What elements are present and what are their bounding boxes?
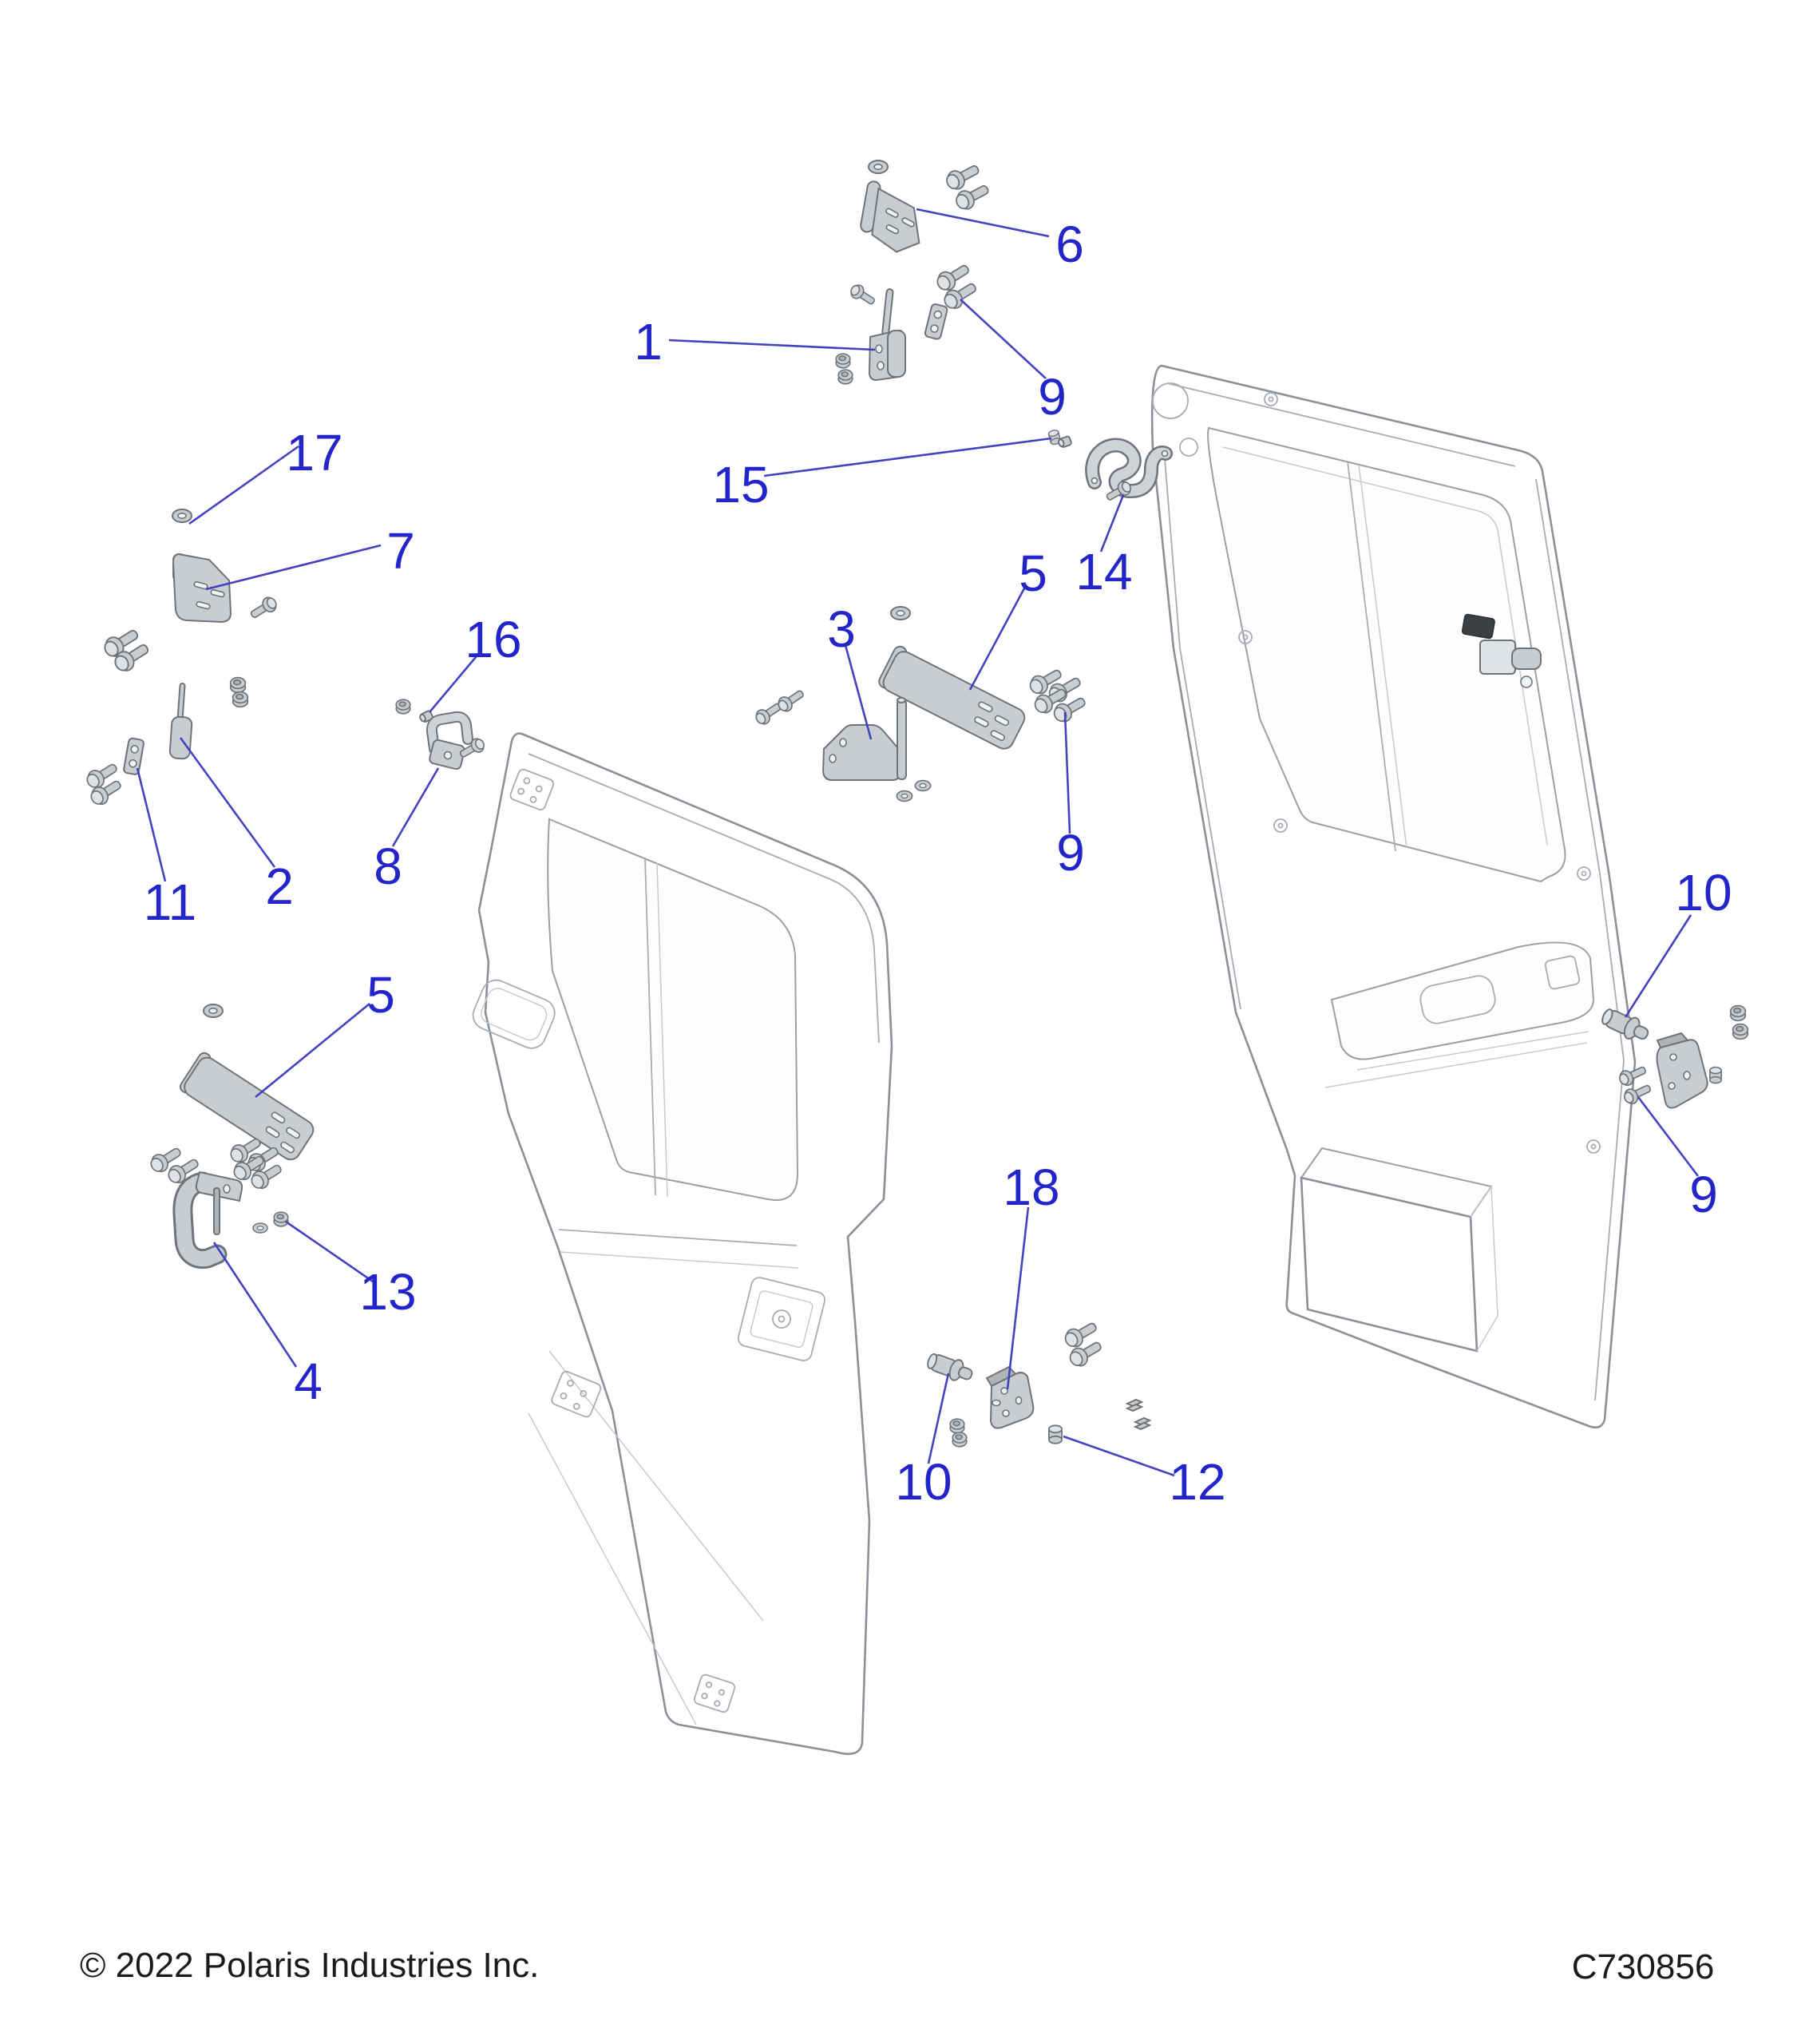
hardware-parts — [83, 159, 1749, 1448]
part-5-limit-strap-left — [179, 1052, 315, 1161]
callout-10-right: 10 — [1675, 864, 1732, 921]
nut-icon — [1732, 1023, 1749, 1040]
callout-3: 3 — [827, 600, 856, 658]
washer-icon — [914, 779, 932, 792]
part-4-hook-bracket — [172, 1171, 243, 1270]
washer-icon — [896, 790, 913, 802]
washer-icon — [252, 1222, 268, 1234]
leader-lines — [136, 208, 1700, 1477]
callout-9-mid: 9 — [1056, 824, 1085, 881]
nut-icon — [1729, 1004, 1747, 1022]
callout-8: 8 — [374, 838, 402, 895]
part-3-hinge-bracket — [821, 697, 907, 781]
panel-screw-dots — [1238, 392, 1601, 1261]
door-hole-plate-top — [509, 768, 555, 810]
drawing-code: C730856 — [1572, 1947, 1715, 1987]
callout-12: 12 — [1169, 1453, 1225, 1511]
nut-icon — [229, 676, 247, 694]
callout-16: 16 — [465, 611, 521, 668]
right-door-panel — [1150, 364, 1637, 1429]
clip-icon — [1134, 1417, 1150, 1430]
nut-icon — [273, 1211, 289, 1227]
clip-icon — [1126, 1399, 1142, 1412]
callout-6: 6 — [1055, 216, 1084, 273]
nut-icon — [232, 691, 249, 708]
callout-7: 7 — [386, 522, 415, 580]
door-hole-plate-bottom — [693, 1674, 736, 1713]
nut-icon — [949, 1418, 965, 1434]
door-latch-mechanism — [1461, 613, 1542, 688]
callout-10-bottom: 10 — [895, 1453, 952, 1511]
part-1-hinge-pin — [835, 281, 948, 385]
center-door-panel — [472, 732, 893, 1755]
callout-labels: 6 1 9 17 15 7 5 14 3 16 2 11 8 9 10 5 9 … — [144, 216, 1732, 1511]
callout-9-right: 9 — [1689, 1166, 1718, 1223]
callout-4: 4 — [294, 1353, 323, 1410]
callout-17: 17 — [286, 424, 342, 481]
screw-icon — [247, 594, 280, 623]
washer-icon — [203, 1004, 224, 1018]
callout-14: 14 — [1075, 543, 1132, 600]
bushing-icon — [924, 1349, 976, 1387]
bolt-icon — [942, 159, 984, 194]
door-hole-plate-mid — [551, 1370, 602, 1418]
washer-icon — [890, 606, 911, 620]
spacer-icon — [419, 710, 433, 723]
callout-5-mid: 5 — [1019, 545, 1047, 602]
callout-11: 11 — [144, 873, 196, 931]
flange-nut-icon — [1048, 1424, 1063, 1444]
part-5-limit-strap-mid — [878, 645, 1026, 750]
flange-nut-icon — [1709, 1066, 1722, 1084]
handle-recess — [472, 979, 556, 1049]
armrest — [1330, 941, 1595, 1071]
part-bracket-right — [1656, 1032, 1708, 1109]
callout-13: 13 — [359, 1263, 416, 1321]
callout-5-left: 5 — [366, 966, 395, 1024]
part-7-hinge-bracket — [172, 553, 232, 624]
callout-18: 18 — [1003, 1159, 1059, 1216]
washer-icon — [868, 160, 889, 174]
part-6-upper-hinge — [860, 180, 920, 253]
callout-2: 2 — [265, 858, 294, 915]
washer-icon — [172, 509, 192, 523]
nut-icon — [395, 699, 411, 715]
latch-cutout — [737, 1277, 825, 1361]
spacer-icon — [1058, 435, 1072, 448]
part-8-striker-loop — [426, 711, 473, 770]
storage-bin — [1300, 1147, 1498, 1353]
copyright-text: © 2022 Polaris Industries Inc. — [80, 1946, 539, 1985]
part-latch-hook — [1085, 438, 1173, 498]
callout-15: 15 — [712, 456, 769, 513]
nut-icon — [952, 1432, 968, 1448]
callout-9-top: 9 — [1038, 368, 1067, 426]
callout-1: 1 — [634, 313, 663, 370]
part-11-plate — [123, 737, 144, 775]
